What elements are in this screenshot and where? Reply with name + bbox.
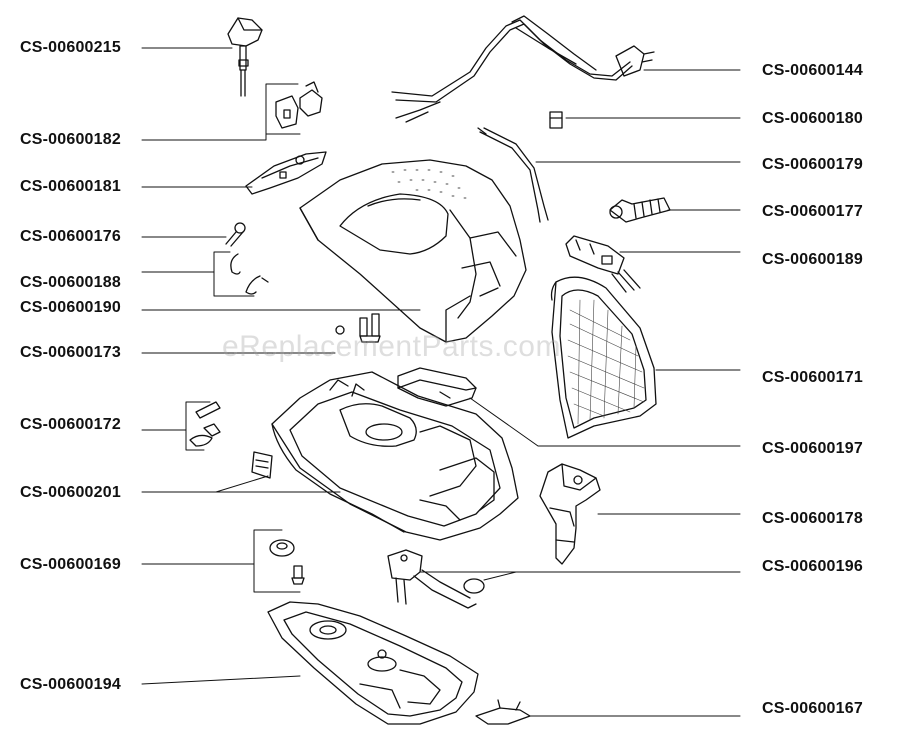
part-167 (475, 699, 531, 725)
label-cs-00600180[interactable]: CS-00600180 (762, 110, 863, 127)
part-194 (267, 601, 479, 725)
leader-lines (141, 47, 741, 717)
label-cs-00600196[interactable]: CS-00600196 (762, 558, 863, 575)
part-189 (565, 235, 641, 293)
label-cs-00600188[interactable]: CS-00600188 (20, 274, 121, 291)
part-201 (251, 451, 273, 479)
part-171-grid (567, 299, 645, 425)
part-190-housing (299, 159, 527, 343)
label-cs-00600173[interactable]: CS-00600173 (20, 344, 121, 361)
label-cs-00600189[interactable]: CS-00600189 (762, 251, 863, 268)
label-cs-00600177[interactable]: CS-00600177 (762, 203, 863, 220)
part-173 (335, 313, 381, 343)
label-cs-00600179[interactable]: CS-00600179 (762, 156, 863, 173)
part-188 (230, 253, 269, 295)
part-181 (245, 151, 327, 195)
part-172 (189, 401, 221, 447)
part-182 (275, 81, 323, 129)
label-cs-00600201[interactable]: CS-00600201 (20, 484, 121, 501)
label-cs-00600172[interactable]: CS-00600172 (20, 416, 121, 433)
part-144 (391, 15, 655, 123)
chassis (271, 371, 519, 541)
label-cs-00600169[interactable]: CS-00600169 (20, 556, 121, 573)
part-180 (549, 111, 563, 129)
part-176 (225, 222, 246, 247)
label-cs-00600197[interactable]: CS-00600197 (762, 440, 863, 457)
label-cs-00600167[interactable]: CS-00600167 (762, 700, 863, 717)
label-cs-00600176[interactable]: CS-00600176 (20, 228, 121, 245)
part-177 (609, 197, 671, 223)
label-cs-00600144[interactable]: CS-00600144 (762, 62, 863, 79)
label-cs-00600182[interactable]: CS-00600182 (20, 131, 121, 148)
part-178 (539, 463, 601, 565)
part-171 (550, 276, 657, 439)
part-197 (397, 367, 477, 407)
label-cs-00600181[interactable]: CS-00600181 (20, 178, 121, 195)
watermark: eReplacementParts.com (222, 330, 561, 363)
part-169 (269, 539, 305, 585)
label-cs-00600171[interactable]: CS-00600171 (762, 369, 863, 386)
label-cs-00600194[interactable]: CS-00600194 (20, 676, 121, 693)
part-215 (227, 17, 263, 97)
part-196 (387, 549, 485, 609)
housing-texture (391, 169, 467, 199)
part-179 (477, 127, 549, 223)
label-cs-00600190[interactable]: CS-00600190 (20, 299, 121, 316)
label-cs-00600215[interactable]: CS-00600215 (20, 39, 121, 56)
label-cs-00600178[interactable]: CS-00600178 (762, 510, 863, 527)
